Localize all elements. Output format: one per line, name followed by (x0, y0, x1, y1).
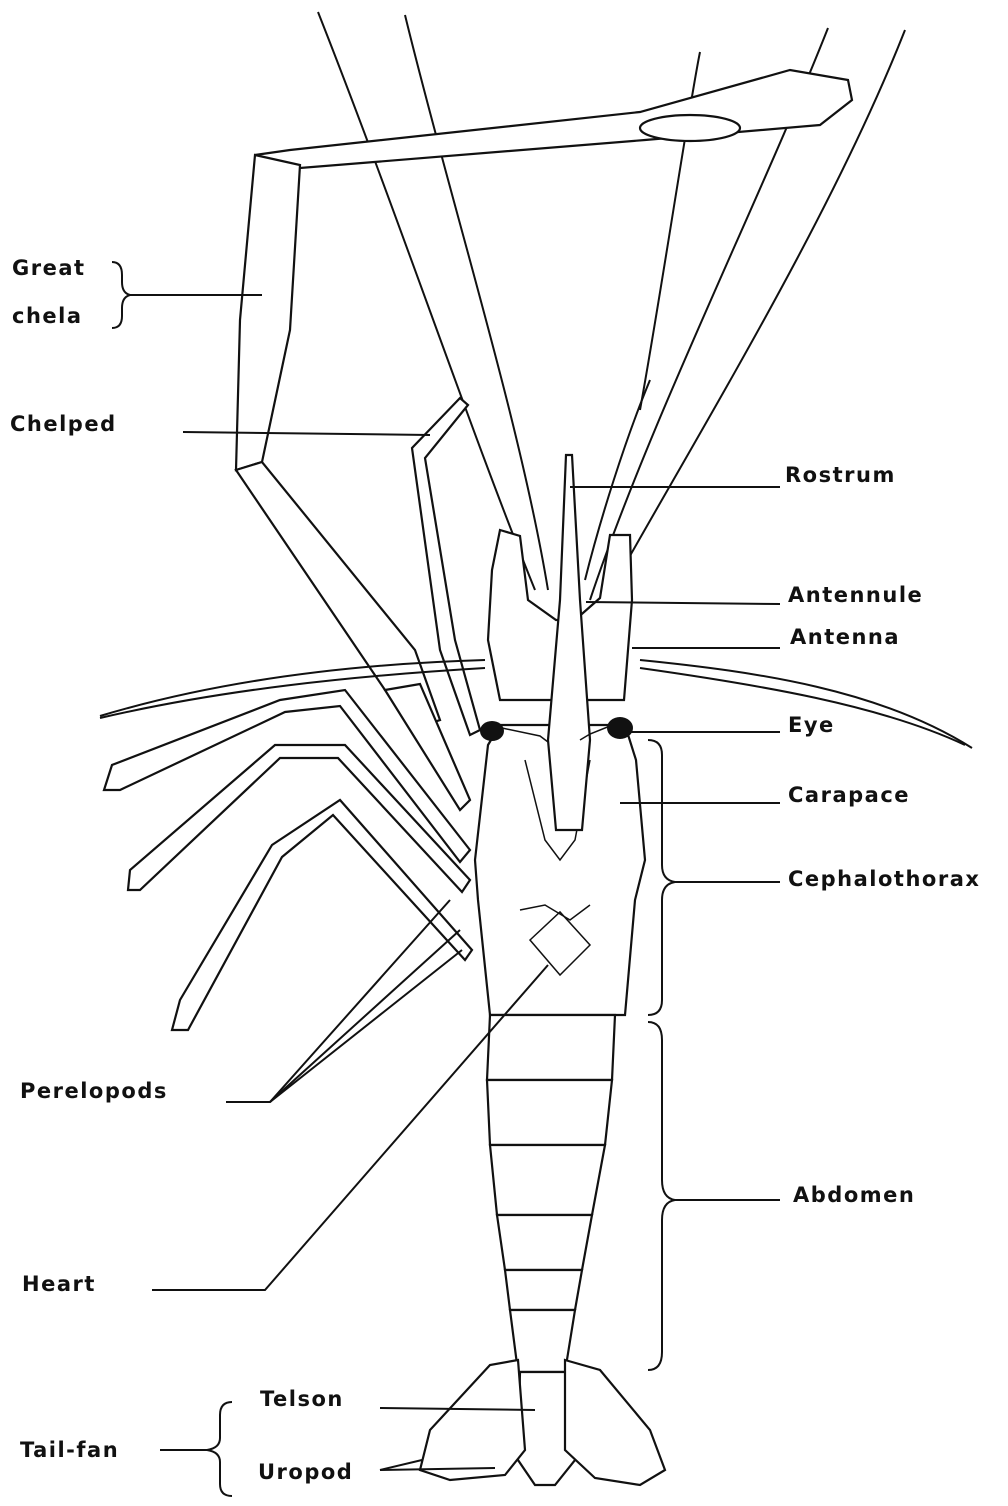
label-antenna: Antenna (790, 625, 900, 649)
label-heart: Heart (22, 1272, 96, 1296)
label-antennule: Antennule (788, 583, 923, 607)
abdomen (487, 1015, 615, 1372)
label-tailfan: Tail-fan (20, 1438, 119, 1462)
label-great: Great (12, 256, 86, 280)
label-abdomen: Abdomen (793, 1183, 915, 1207)
label-cheliped: Chelped (10, 412, 117, 436)
brackets (112, 262, 780, 1496)
label-eye: Eye (788, 713, 835, 737)
label-telson: Telson (260, 1387, 344, 1411)
label-carapace: Carapace (788, 783, 910, 807)
label-rostrum: Rostrum (785, 463, 896, 487)
label-perelopods: Perelopods (20, 1079, 168, 1103)
label-uropod: Uropod (258, 1460, 353, 1484)
tail-fan (420, 1360, 665, 1485)
label-chela: chela (12, 304, 83, 328)
label-cephalothorax: Cephalothorax (788, 867, 980, 891)
